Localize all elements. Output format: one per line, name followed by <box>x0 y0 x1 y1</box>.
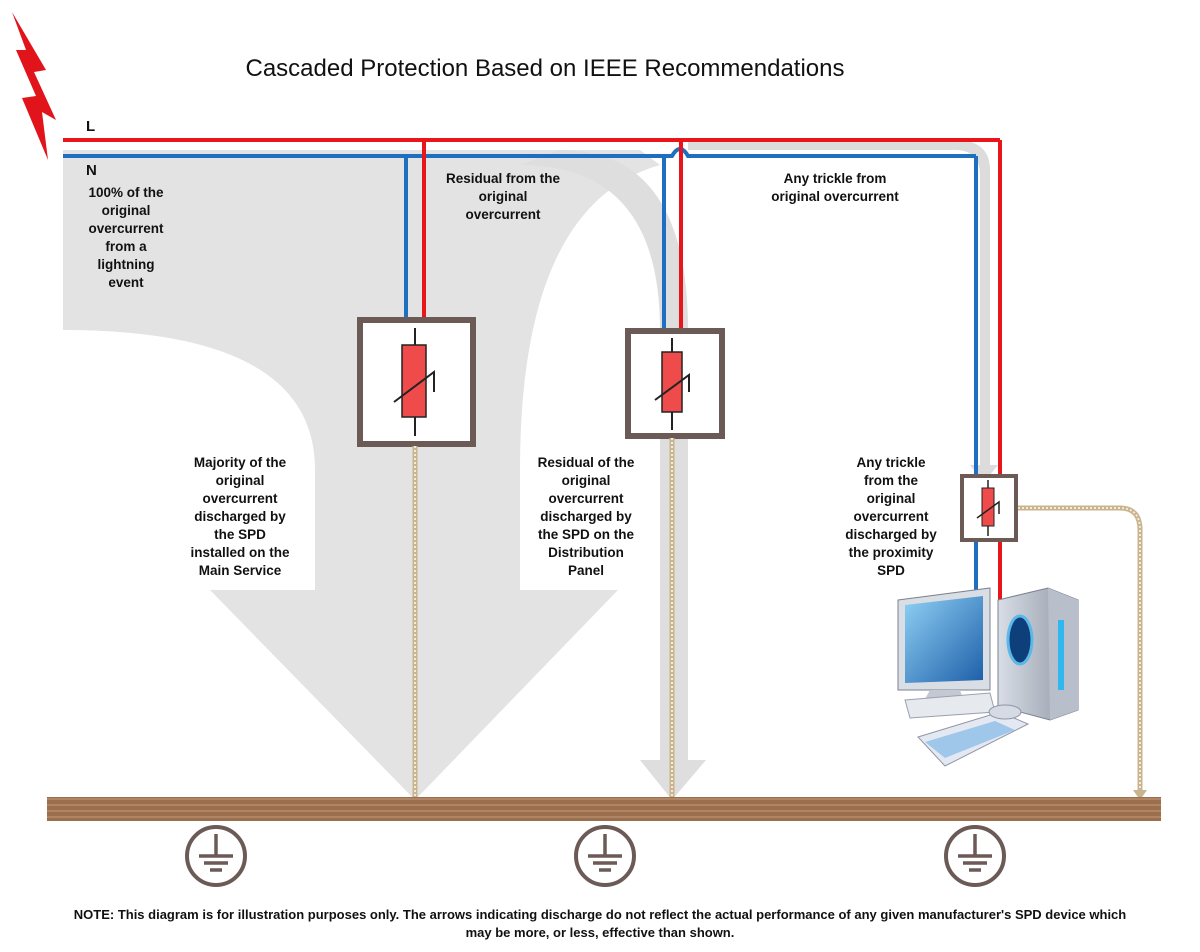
conductors <box>63 138 1002 600</box>
trickle-discharged-label: Any trickle from the original overcurren… <box>845 455 937 578</box>
ground-leads <box>412 438 1147 800</box>
varistor-icon <box>654 338 690 430</box>
ground-symbol-icon <box>185 825 247 887</box>
residual-discharged-label: Residual of the original overcurrent dis… <box>537 455 635 578</box>
live-line-label: L <box>86 118 96 135</box>
main-discharge-arrow <box>63 150 660 800</box>
overcurrent-flow-arrows <box>63 140 998 800</box>
trickle-from-label: Any trickle from original overcurrent <box>771 171 899 204</box>
source-label: 100% of the original overcurrent from a … <box>88 185 164 290</box>
ground-symbol-icon <box>944 825 1006 887</box>
ground-symbol-icon <box>574 825 636 887</box>
earth-ground-strip <box>47 797 1161 821</box>
varistor-icon <box>976 480 1000 536</box>
varistor-icon <box>393 328 435 436</box>
majority-discharged-label: Majority of the original overcurrent dis… <box>190 455 290 578</box>
diagram-title: Cascaded Protection Based on IEEE Recomm… <box>245 55 845 82</box>
residual-flow-arrow <box>520 150 706 800</box>
disclaimer-note: NOTE: This diagram is for illustration p… <box>73 907 1127 940</box>
spd-main-service <box>357 317 476 447</box>
spd-distribution-panel <box>625 328 725 439</box>
computer-icon <box>897 587 1079 767</box>
residual-from-label: Residual from the original overcurrent <box>445 171 561 222</box>
neutral-line-label: N <box>86 162 97 179</box>
spd-proximity <box>960 474 1018 542</box>
lightning-bolt-icon <box>12 12 56 160</box>
